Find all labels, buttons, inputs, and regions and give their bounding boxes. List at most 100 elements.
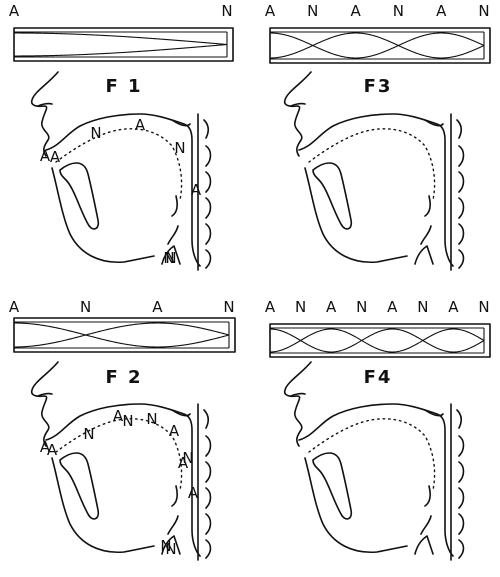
- tube-label: A: [436, 2, 447, 20]
- palate: [298, 113, 454, 267]
- wave-envelope-upper: [269, 32, 485, 59]
- palate: [45, 113, 201, 267]
- nostril: [290, 392, 306, 397]
- tract-midline: [55, 128, 183, 201]
- tract-label: N: [83, 425, 94, 443]
- tube-label: N: [478, 2, 489, 20]
- vocal-tract-F3: A N A N A N: [50, 71, 465, 271]
- tract-label: N: [146, 410, 157, 428]
- tract-midline: [308, 418, 436, 491]
- tube-label: A: [326, 298, 337, 316]
- vocal-tract-F1: AN: [30, 71, 212, 271]
- tube-label: A: [9, 298, 20, 316]
- tract-label: A: [50, 148, 61, 166]
- face-profile: [30, 71, 59, 157]
- tract-midline: [308, 128, 436, 201]
- tract-label: A: [40, 438, 51, 456]
- tube-label: A: [387, 298, 398, 316]
- larynx: [161, 485, 181, 555]
- tube-outline: [269, 323, 491, 358]
- tube-label: N: [80, 298, 91, 316]
- tract-label: A: [135, 116, 146, 134]
- tongue: [59, 162, 100, 230]
- face-profile: [283, 361, 312, 447]
- velum: [171, 119, 191, 127]
- wave-envelope-lower: [14, 322, 230, 348]
- larynx: [161, 195, 181, 265]
- tract-label: N: [160, 537, 171, 555]
- tract-label: N: [165, 540, 176, 558]
- tract-label: A: [188, 484, 199, 502]
- tongue: [312, 162, 353, 230]
- tube-label: A: [448, 298, 459, 316]
- panel-caption: F4: [364, 367, 393, 388]
- tract-label: A: [40, 147, 51, 165]
- tube-label: N: [307, 2, 318, 20]
- tube-F4: A N A N A N A N F4: [265, 298, 491, 388]
- tract-label: N: [122, 412, 133, 430]
- nostril: [37, 392, 53, 397]
- wave-envelope-lower: [269, 32, 485, 59]
- tube-label: A: [350, 2, 361, 20]
- velum: [171, 409, 191, 417]
- lower-jaw: [304, 167, 408, 264]
- tract-midline: [55, 418, 183, 491]
- tract-label: N: [182, 449, 193, 467]
- tube-outline: [13, 317, 236, 353]
- spine: [203, 409, 212, 559]
- tract-label: A: [178, 454, 189, 472]
- tract-label: A: [169, 422, 180, 440]
- wave-envelope-upper: [14, 322, 230, 348]
- tube-outline: [13, 27, 234, 62]
- tube-label: A: [265, 298, 276, 316]
- tract-label: A: [113, 407, 124, 425]
- panel-caption: F3: [364, 76, 393, 97]
- panel-caption: F 1: [105, 76, 142, 97]
- tract-label: A: [47, 441, 58, 459]
- tube-label: N: [221, 2, 232, 20]
- wave-envelope-upper: [14, 43, 228, 57]
- tube-F2: A N A N F 2: [9, 298, 236, 388]
- velum: [424, 409, 444, 417]
- panel-caption: F 2: [105, 367, 142, 388]
- velum: [424, 119, 444, 127]
- tube-label: N: [478, 298, 489, 316]
- tongue: [312, 452, 353, 520]
- tube-F1: A N F 1: [9, 2, 234, 97]
- lower-jaw: [51, 457, 155, 554]
- face-profile: [30, 361, 59, 447]
- tube-label: N: [356, 298, 367, 316]
- tube-label: A: [152, 298, 163, 316]
- tract-label: A: [191, 181, 202, 199]
- lower-jaw: [51, 167, 155, 264]
- wave-envelope-lower: [14, 32, 228, 46]
- larynx: [414, 195, 434, 265]
- tract-label: N: [174, 139, 185, 157]
- tube-label: N: [295, 298, 306, 316]
- tract-label: N: [90, 124, 101, 142]
- spine: [203, 119, 212, 269]
- palate: [45, 403, 201, 557]
- tube-label: A: [9, 2, 20, 20]
- tract-label: N: [163, 249, 174, 267]
- tube-outline: [269, 27, 491, 64]
- palate: [298, 403, 454, 557]
- tube-label: N: [417, 298, 428, 316]
- wave-envelope-upper: [269, 328, 485, 353]
- tract-label: N: [165, 249, 176, 267]
- spine: [456, 119, 465, 269]
- wave-envelope-lower: [269, 328, 485, 353]
- nostril: [290, 102, 306, 107]
- nostril: [37, 102, 53, 107]
- tube-label: N: [223, 298, 234, 316]
- larynx: [414, 485, 434, 555]
- lower-jaw: [304, 457, 408, 554]
- spine: [456, 409, 465, 559]
- tube-label: N: [393, 2, 404, 20]
- face-profile: [283, 71, 312, 157]
- tongue: [59, 452, 100, 520]
